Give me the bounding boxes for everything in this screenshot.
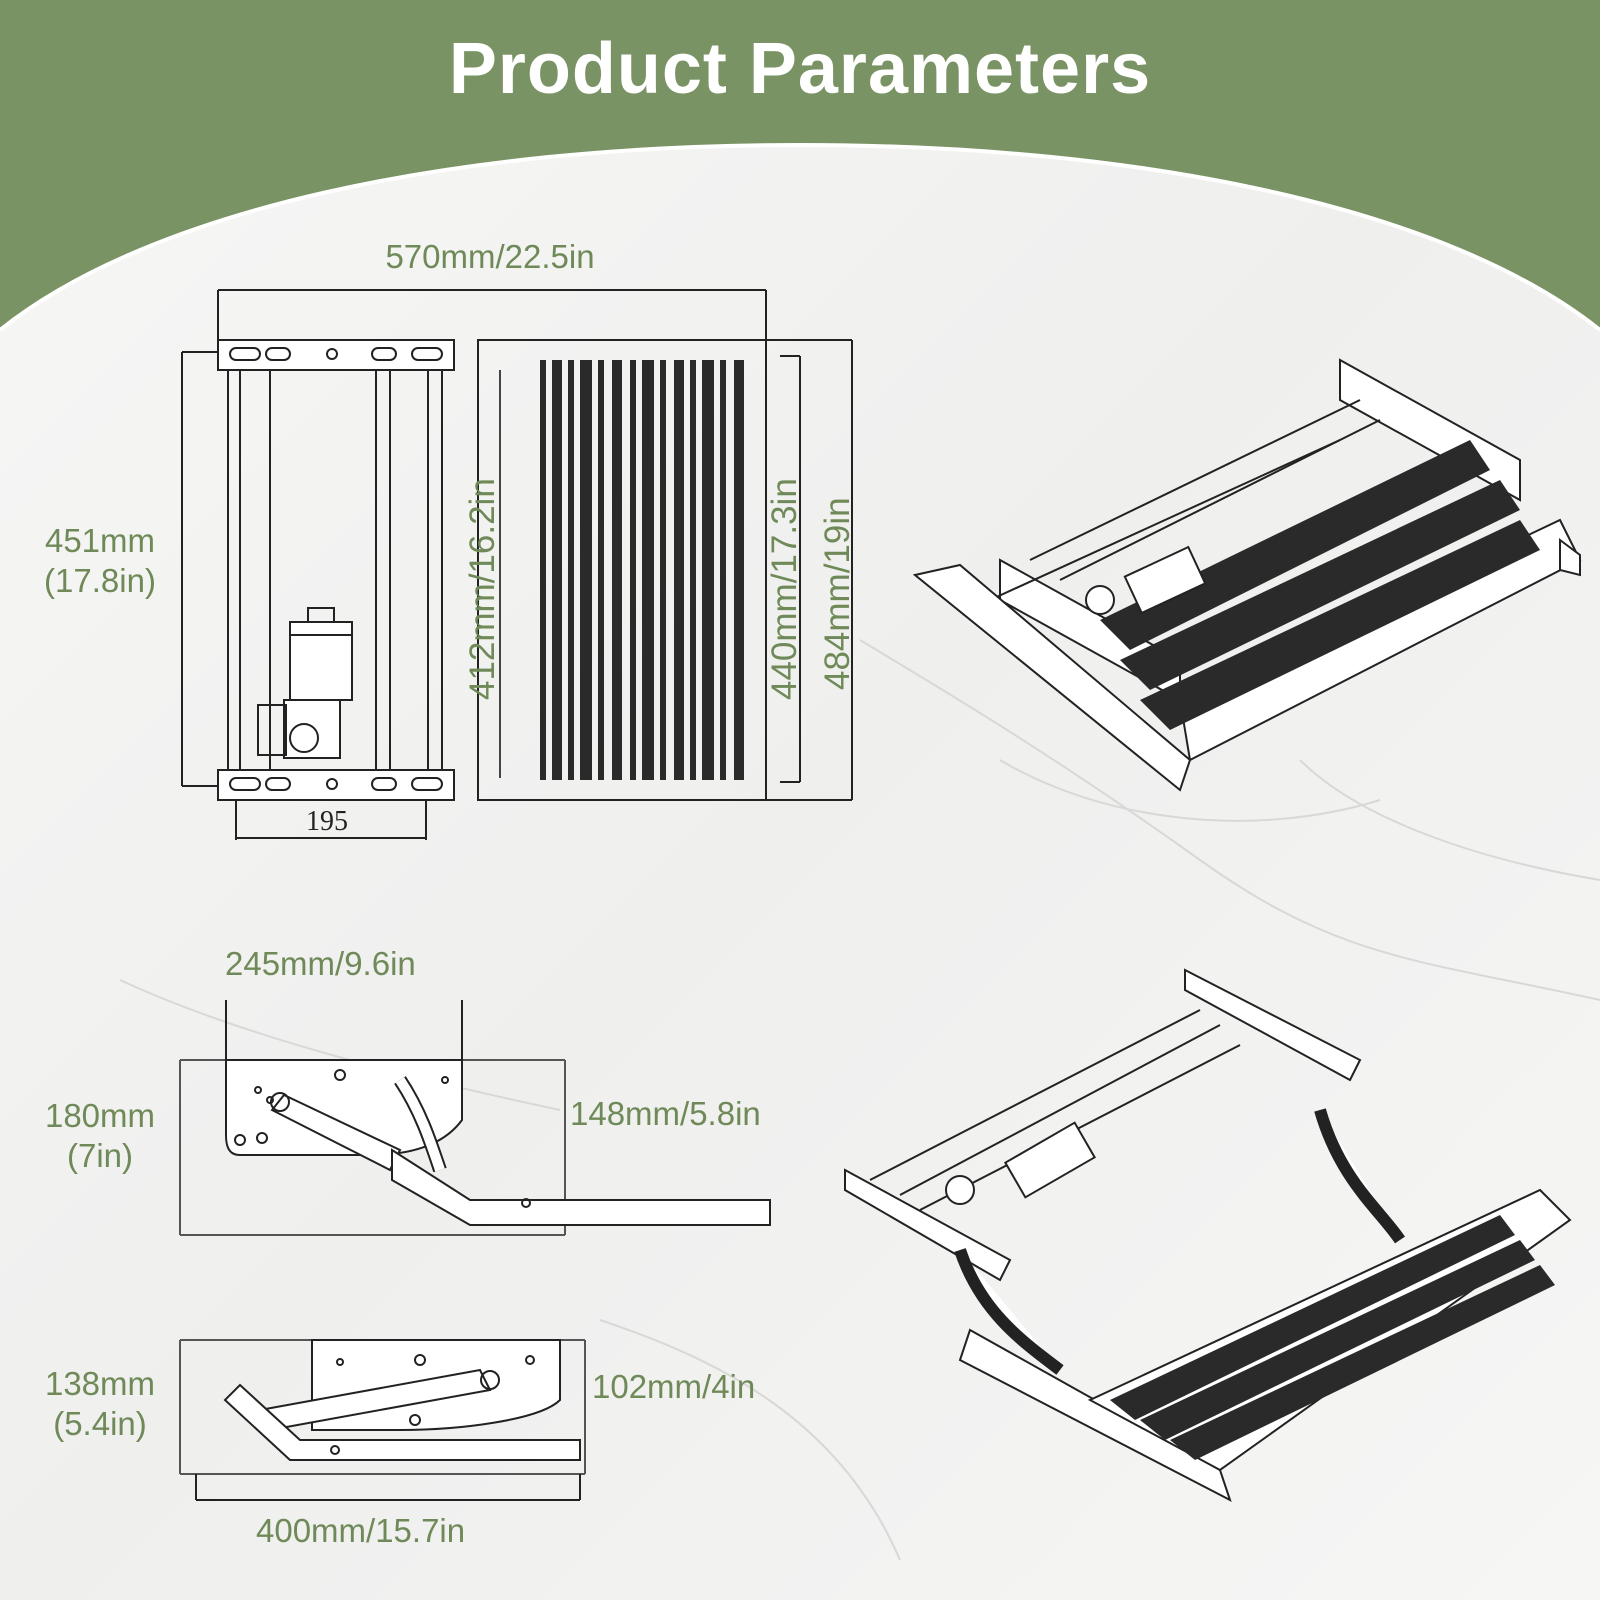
side-view-extended (179, 1000, 771, 1236)
step-3d-retracted (912, 358, 1582, 792)
side-width-label: 245mm/9.6in (225, 945, 416, 982)
header-curve-line (0, 142, 1600, 332)
step-3d-extended (844, 968, 1572, 1503)
top-height-label-line2: (17.8in) (44, 562, 156, 599)
retracted-depth-label: 102mm/4in (592, 1368, 756, 1405)
tread-surface (540, 360, 744, 780)
marble-veins (119, 639, 1600, 1561)
side-height-label-line1: 180mm (44, 1097, 156, 1134)
header-band (0, 0, 1600, 330)
side-height-label-line2: (7in) (66, 1137, 134, 1174)
top-width-label: 570mm/22.5in (385, 238, 595, 275)
page-title: Product Parameters (448, 29, 1152, 109)
bracket-spacing-label: 195 (306, 806, 348, 837)
retracted-height-label-line2: (5.4in) (53, 1405, 147, 1442)
mid-width-label: 440mm/17.3in (765, 478, 804, 700)
side-depth-label: 148mm/5.8in (570, 1095, 761, 1132)
inner-width-label: 412mm/16.2in (463, 478, 502, 700)
side-view-retracted (179, 1339, 586, 1501)
outer-width-label: 484mm/19in (818, 497, 857, 690)
retracted-length-label: 400mm/15.7in (256, 1512, 466, 1549)
top-height-label-line1: 451mm (44, 522, 156, 559)
retracted-height-label-line1: 138mm (44, 1365, 156, 1402)
top-view-drawing (181, 289, 853, 840)
